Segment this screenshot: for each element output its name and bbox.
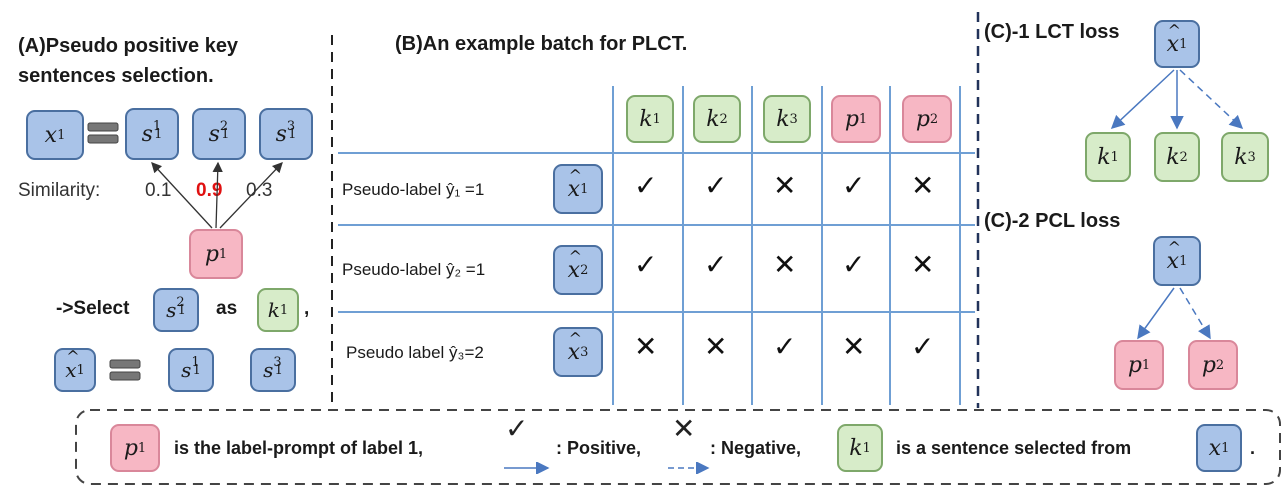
panel-a-title-line1: (A)Pseudo positive key [18, 35, 239, 57]
panel-b-title: (B)An example batch for PLCT. [395, 33, 688, 55]
similarity-value-3: 0.3 [246, 180, 273, 201]
cross-mark-icon-r3-c2: ✕ [704, 330, 728, 363]
row-node-x2-hat: x2 [553, 245, 603, 295]
legend-text-5: . [1250, 438, 1256, 458]
node-x1-hat: x1 [54, 347, 96, 392]
c1-node-x1-hat: x1 [1154, 20, 1200, 68]
row-node-x3-hat: x3 [553, 327, 603, 377]
select-as: as [216, 298, 238, 319]
dashed-arrow-icon [668, 462, 710, 474]
similarity-value-2: 0.9 [196, 180, 223, 201]
cross-mark-icon-r2-c5: ✕ [911, 248, 935, 281]
panel-a-title-line2: sentences selection. [18, 65, 214, 87]
cross-mark-icon-r1-c5: ✕ [911, 169, 935, 202]
check-mark-icon-r3-c3: ✓ [773, 330, 797, 363]
legend-frame [75, 409, 1281, 485]
equivalence-icon-2 [109, 359, 141, 381]
legend-text-2: : Positive, [556, 438, 642, 458]
check-mark-icon-r2-c2: ✓ [704, 248, 728, 281]
legend-text-1: is the label-prompt of label 1, [174, 438, 424, 458]
select-suffix: , [304, 298, 310, 319]
solid-arrow-icon [504, 462, 550, 474]
batch-grid [338, 86, 975, 405]
legend-text-4: is a sentence selected from [896, 438, 1132, 458]
cross-mark-icon-r2-c3: ✕ [773, 248, 797, 281]
check-mark-icon-r2-c4: ✓ [842, 248, 866, 281]
c1-arrows [1110, 69, 1244, 130]
check-mark-icon-legend: ✓ [505, 412, 529, 445]
c2-node-x1-hat: x1 [1153, 236, 1201, 286]
panel-c2-title: (C)-2 PCL loss [984, 210, 1121, 232]
cross-mark-icon-r1-c3: ✕ [773, 169, 797, 202]
c2-arrows [1137, 287, 1211, 340]
similarity-arrows [151, 161, 283, 229]
row-label-2: Pseudo-label ŷ₂ =1 [342, 260, 486, 279]
row-node-x1-hat: x1 [553, 164, 603, 214]
check-mark-icon-r1-c1: ✓ [634, 169, 658, 202]
similarity-label: Similarity: [18, 180, 101, 201]
cross-mark-icon-legend: ✕ [672, 412, 696, 445]
check-mark-icon-r2-c1: ✓ [634, 248, 658, 281]
check-mark-icon-r1-c4: ✓ [842, 169, 866, 202]
cross-mark-icon-r3-c4: ✕ [842, 330, 866, 363]
equivalence-icon [87, 122, 119, 144]
row-label-3: Pseudo label ŷ₃=2 [346, 343, 484, 362]
check-mark-icon-r1-c2: ✓ [704, 169, 728, 202]
cross-mark-icon-r3-c1: ✕ [634, 330, 658, 363]
check-mark-icon-r3-c5: ✓ [911, 330, 935, 363]
legend-text-3: : Negative, [710, 438, 802, 458]
select-prefix: ->Select [56, 298, 130, 319]
row-label-1: Pseudo-label ŷ₁ =1 [342, 180, 485, 199]
similarity-value-1: 0.1 [145, 180, 172, 201]
panel-c1-title: (C)-1 LCT loss [984, 21, 1120, 43]
